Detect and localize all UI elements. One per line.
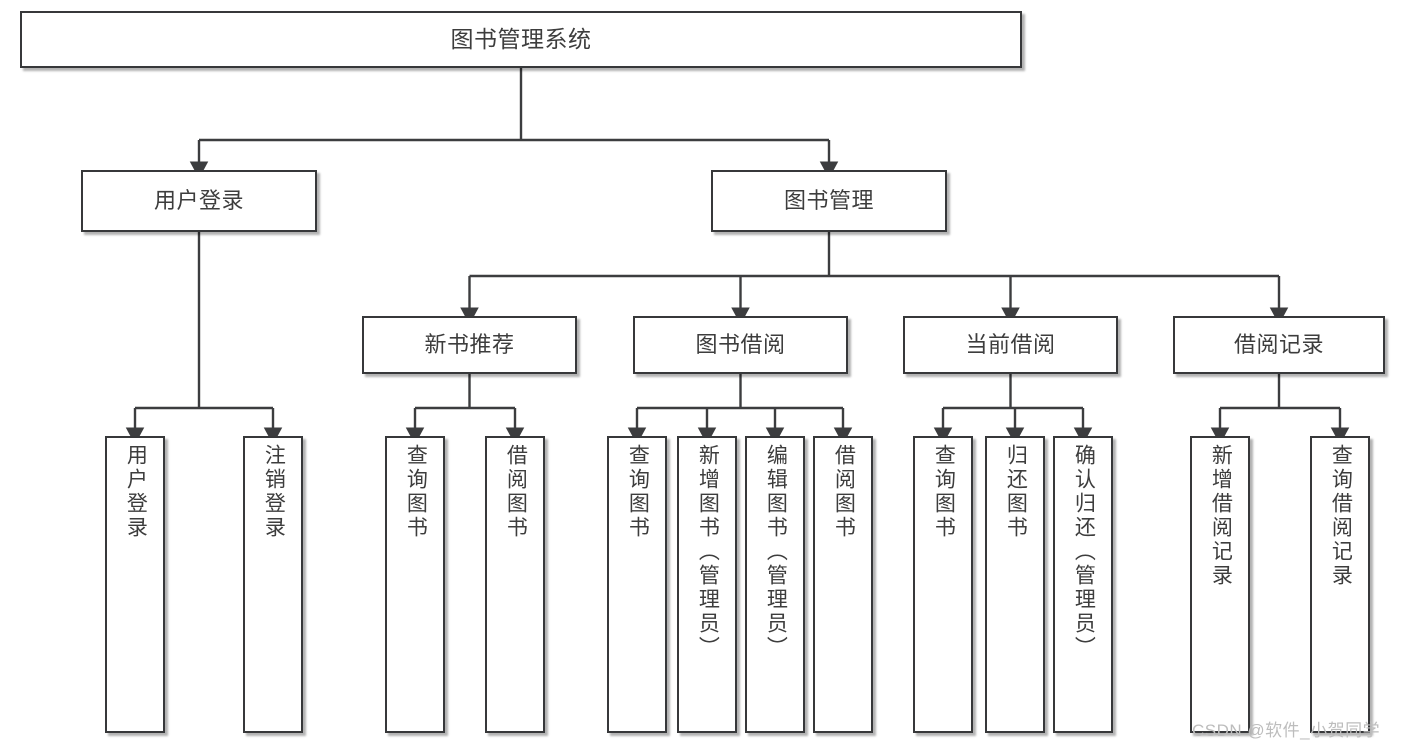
node-label: 图书管理系统: [450, 25, 592, 52]
node-label: 借阅图书: [832, 444, 856, 540]
node-leaf-user-login[interactable]: 用户登录: [105, 436, 165, 733]
node-label: 图书管理: [783, 188, 874, 214]
node-label: 借阅图书: [504, 444, 528, 540]
watermark-text: CSDN @软件_小贺同学: [1192, 721, 1381, 740]
node-label: 用户登录: [124, 444, 148, 540]
node-label: 当前借阅: [965, 332, 1056, 358]
node-label: 新增借阅记录: [1209, 444, 1233, 588]
node-leaf-borrow-book-1[interactable]: 借阅图书: [485, 436, 545, 733]
node-leaf-borrow-book-2[interactable]: 借阅图书: [813, 436, 873, 733]
node-leaf-confirm-return[interactable]: 确认归还（管理员）: [1053, 436, 1113, 733]
node-label: 用户登录: [153, 188, 244, 214]
node-user-login[interactable]: 用户登录: [81, 170, 317, 232]
node-label: 图书借阅: [695, 332, 786, 358]
node-label: 借阅记录: [1233, 332, 1324, 358]
node-new-book-rec[interactable]: 新书推荐: [362, 316, 577, 374]
node-leaf-query-book-1[interactable]: 查询图书: [385, 436, 445, 733]
node-label: 新书推荐: [424, 332, 515, 358]
node-label: 新增图书（管理员）: [696, 444, 720, 660]
node-book-borrow[interactable]: 图书借阅: [633, 316, 848, 374]
node-label: 查询图书: [404, 444, 428, 540]
node-leaf-add-book[interactable]: 新增图书（管理员）: [677, 436, 737, 733]
node-label: 查询借阅记录: [1329, 444, 1353, 588]
node-label: 查询图书: [932, 444, 956, 540]
node-label: 归还图书: [1004, 444, 1028, 540]
node-borrow-record[interactable]: 借阅记录: [1173, 316, 1385, 374]
node-leaf-query-book-2[interactable]: 查询图书: [607, 436, 667, 733]
node-label: 注销登录: [262, 444, 286, 540]
node-leaf-return-book[interactable]: 归还图书: [985, 436, 1045, 733]
node-label: 确认归还（管理员）: [1072, 444, 1096, 660]
node-leaf-add-record[interactable]: 新增借阅记录: [1190, 436, 1250, 733]
node-book-manage[interactable]: 图书管理: [711, 170, 947, 232]
node-leaf-edit-book[interactable]: 编辑图书（管理员）: [745, 436, 805, 733]
node-leaf-query-record[interactable]: 查询借阅记录: [1310, 436, 1370, 733]
node-current-borrow[interactable]: 当前借阅: [903, 316, 1118, 374]
node-label: 编辑图书（管理员）: [764, 444, 788, 660]
node-label: 查询图书: [626, 444, 650, 540]
node-root[interactable]: 图书管理系统: [20, 11, 1022, 68]
node-leaf-logout[interactable]: 注销登录: [243, 436, 303, 733]
node-leaf-query-book-3[interactable]: 查询图书: [913, 436, 973, 733]
